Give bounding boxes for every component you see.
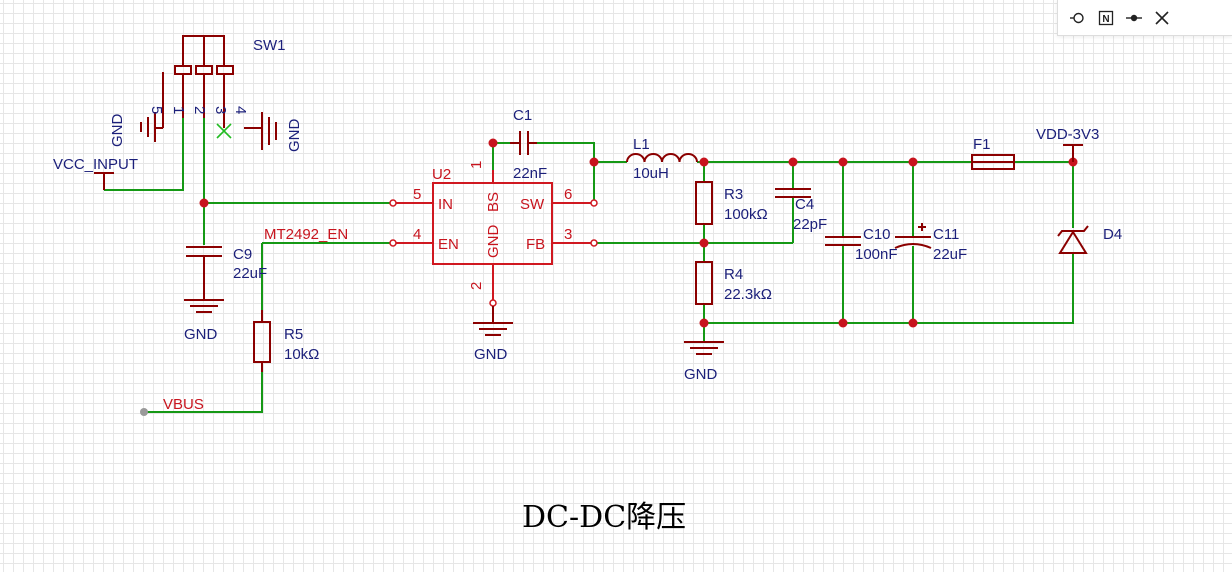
c10-value: 100nF — [855, 246, 898, 263]
r5-ref: R5 — [284, 326, 303, 343]
c9-ref: C9 — [233, 246, 252, 263]
mt2492-en-label: MT2492_EN — [264, 226, 348, 243]
net-label-button[interactable]: N — [1094, 6, 1118, 30]
wire-bs — [492, 142, 510, 170]
gnd-u2-label: GND — [474, 346, 508, 363]
close-icon — [1155, 10, 1169, 25]
gnd-sw-left-label: GND — [109, 114, 126, 148]
r4-ref: R4 — [724, 266, 743, 283]
sw1-pin-4: 4 — [232, 106, 249, 114]
r4-resistor[interactable] — [684, 261, 724, 355]
sw1-pin-3: 3 — [212, 106, 229, 114]
net-label-icon: N — [1098, 10, 1114, 25]
wire-button[interactable] — [1122, 6, 1146, 30]
sw1-pin-1: 1 — [170, 106, 187, 114]
c10-ref: C10 — [863, 226, 891, 243]
vbus-label: VBUS — [163, 396, 204, 413]
c4-capacitor[interactable] — [775, 188, 811, 198]
page-title: DC-DC降压 — [522, 500, 686, 535]
sw1-ref: SW1 — [253, 37, 286, 54]
c1-capacitor[interactable] — [510, 131, 537, 155]
c9-capacitor[interactable] — [184, 246, 224, 313]
u2-pin-sw: SW — [520, 196, 545, 213]
wire-vcc-input — [104, 118, 184, 191]
c11-capacitor[interactable] — [894, 223, 932, 249]
c9-value: 22uF — [233, 265, 267, 282]
net-label-glyph: N — [1102, 14, 1109, 25]
f1-ref: F1 — [973, 136, 991, 153]
sw1-pin-5: 5 — [148, 106, 165, 114]
close-button[interactable] — [1150, 6, 1174, 30]
wire-icon — [1126, 14, 1142, 21]
floating-toolbar: N — [1057, 0, 1232, 36]
c4-value: 22pF — [793, 216, 827, 233]
u2-chip[interactable] — [389, 170, 598, 336]
u2-pin-in: IN — [438, 196, 453, 213]
r3-resistor[interactable] — [695, 181, 713, 225]
wire-gnd-bus — [704, 253, 1074, 324]
u2-pin3-num: 3 — [564, 226, 572, 243]
u2-ref: U2 — [432, 166, 451, 183]
sw1-switch[interactable] — [140, 35, 277, 150]
f1-fuse[interactable] — [971, 154, 1015, 170]
l1-inductor[interactable] — [626, 153, 698, 163]
c4-ref: C4 — [795, 196, 814, 213]
c11-ref: C11 — [933, 226, 959, 243]
wire-vbus — [144, 362, 263, 413]
l1-value: 10uH — [633, 165, 669, 182]
probe-icon — [1070, 12, 1084, 23]
gnd-sw-right-label: GND — [286, 119, 303, 153]
u2-pin-en: EN — [438, 236, 459, 253]
sw1-pin-2: 2 — [191, 106, 208, 114]
vcc-input-label: VCC_INPUT — [53, 156, 138, 173]
u2-pin-fb: FB — [526, 236, 545, 253]
u2-pin5-num: 5 — [413, 186, 421, 203]
u2-pin-gnd: GND — [485, 225, 502, 259]
u2-pin6-num: 6 — [564, 186, 572, 203]
c11-value: 22uF — [933, 246, 967, 263]
u2-pin2-num: 2 — [468, 282, 485, 290]
c10-capacitor[interactable] — [825, 236, 861, 246]
r3-value: 100kΩ — [724, 206, 768, 223]
vbus-port[interactable] — [140, 408, 148, 416]
wire-c1-sw — [537, 142, 595, 203]
c1-value: 22nF — [513, 165, 547, 182]
u2-pin-bs: BS — [485, 192, 502, 212]
u2-pin4-num: 4 — [413, 226, 421, 243]
probe-button[interactable] — [1066, 6, 1090, 30]
u2-pin1-num: 1 — [468, 161, 485, 169]
junctions — [199, 138, 1078, 328]
r4-value: 22.3kΩ — [724, 286, 772, 303]
gnd-c9-label: GND — [184, 326, 218, 343]
d4-diode[interactable] — [1057, 225, 1089, 254]
r3-ref: R3 — [724, 186, 743, 203]
l1-ref: L1 — [633, 136, 650, 153]
r5-resistor[interactable] — [253, 310, 271, 372]
r5-value: 10kΩ — [284, 346, 319, 363]
gnd-r4-label: GND — [684, 366, 718, 383]
vdd-label: VDD-3V3 — [1036, 126, 1099, 143]
d4-ref: D4 — [1103, 226, 1122, 243]
c1-ref: C1 — [513, 107, 532, 124]
